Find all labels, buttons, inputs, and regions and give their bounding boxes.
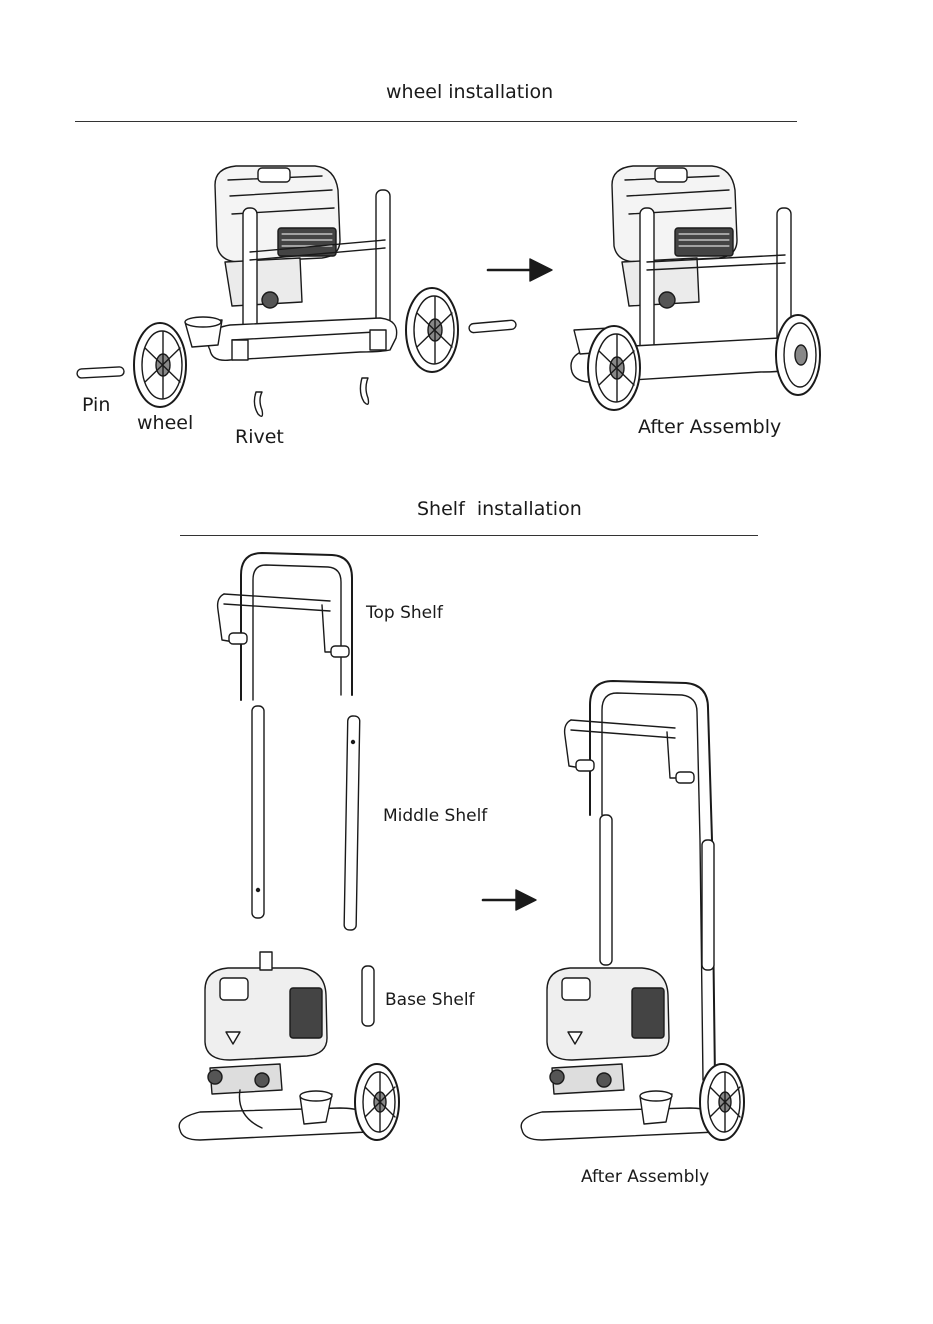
shelf-arrow-icon (483, 890, 536, 910)
top-shelf-label: Top Shelf (366, 603, 443, 623)
cart-assembled (521, 681, 744, 1140)
wheel-label: wheel (137, 412, 193, 434)
after-assembly-label-wheels: After Assembly (638, 416, 781, 438)
pin-label: Pin (82, 394, 110, 416)
rivet-label: Rivet (235, 426, 284, 448)
wheel-left-exploded (134, 323, 186, 407)
sprayer-assembled-wheels (571, 166, 820, 410)
middle-shelf-part (252, 706, 360, 930)
wheel-arrow-icon (488, 259, 552, 281)
sprayer-exploded-view (185, 166, 397, 360)
wheel-right-exploded (406, 288, 458, 372)
after-assembly-label-shelf: After Assembly (581, 1167, 709, 1187)
top-shelf-part (218, 553, 352, 700)
base-shelf-sprayer (179, 952, 399, 1140)
rivet-parts (254, 378, 368, 416)
base-shelf-label: Base Shelf (385, 990, 475, 1010)
middle-shelf-label: Middle Shelf (383, 806, 487, 826)
